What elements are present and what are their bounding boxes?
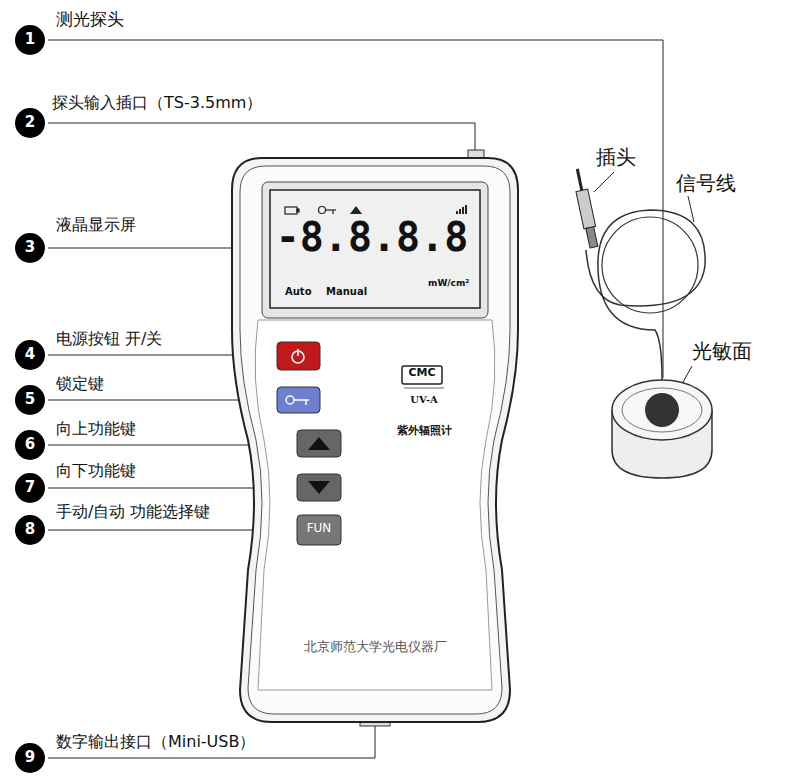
callout-number: 1 <box>18 28 42 52</box>
part-label: 手动/自动 功能选择键 <box>56 503 210 521</box>
leader-lines <box>48 40 694 758</box>
callout-number: 4 <box>18 343 42 367</box>
part-label: 锁定键 <box>56 375 104 393</box>
part-label: 向上功能键 <box>56 420 136 438</box>
model-name: UV-A <box>410 394 438 406</box>
part-label: 探头输入插口（TS-3.5mm） <box>52 94 262 112</box>
part-label: 测光探头 <box>56 10 124 30</box>
brand-logo: CMC <box>408 367 435 380</box>
callout-number: 9 <box>18 746 42 770</box>
callout-number: 8 <box>18 518 42 542</box>
probe <box>571 168 712 478</box>
callout-number: 2 <box>18 111 42 135</box>
part-label: 数字输出接口（Mini-USB） <box>56 733 255 751</box>
meter-body <box>232 150 518 726</box>
callout-number: 3 <box>18 236 42 260</box>
part-label: 液晶显示屏 <box>56 216 136 234</box>
button-label: FUN <box>307 522 332 536</box>
lcd-mode: Auto <box>285 286 312 298</box>
maker-name: 北京师范大学光电仪器厂 <box>304 640 447 655</box>
part-label: 向下功能键 <box>56 462 136 480</box>
part-label: 信号线 <box>676 172 736 195</box>
part-label: 插头 <box>596 146 636 169</box>
callout-number: 5 <box>18 388 42 412</box>
lcd-digits: -8.8.8.8 <box>276 214 469 260</box>
callout-number: 6 <box>18 433 42 457</box>
part-label: 电源按钮 开/关 <box>56 330 162 348</box>
part-label: 光敏面 <box>692 340 752 363</box>
lcd-unit: mW/cm² <box>428 278 469 288</box>
callout-number: 7 <box>18 476 42 500</box>
product-name: 紫外辐照计 <box>397 425 452 438</box>
callout-circles <box>15 25 45 773</box>
lcd-mode: Manual <box>326 286 367 298</box>
